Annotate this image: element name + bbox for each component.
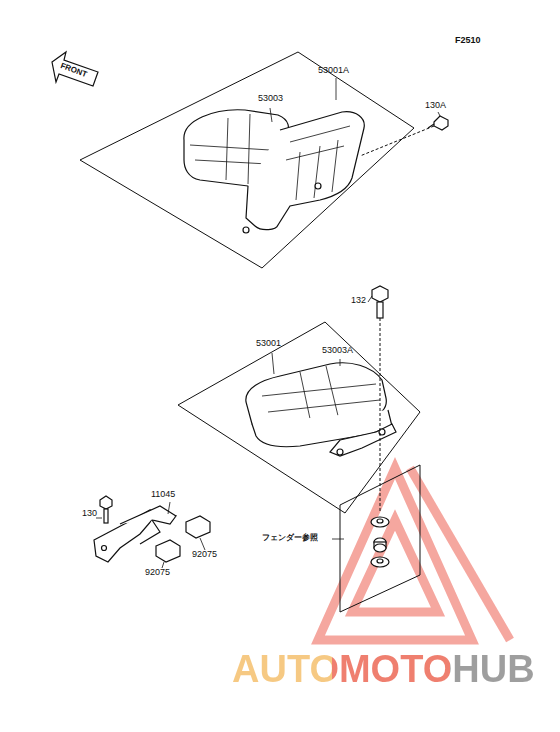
part-number: 92075 xyxy=(192,550,217,559)
figure-code: F2510 xyxy=(455,36,481,45)
part-number: 130 xyxy=(82,509,97,518)
reference-note: フェンダー参照 xyxy=(262,534,318,542)
part-number: 11045 xyxy=(151,490,175,499)
part-number: 92075 xyxy=(145,568,170,577)
part-number: 132 xyxy=(351,296,366,305)
part-number: 130A xyxy=(425,101,446,110)
part-number: 53003A xyxy=(322,346,353,355)
watermark: AUTOMOTOHUB xyxy=(232,650,535,688)
part-number: 53001A xyxy=(318,66,349,75)
part-number: 53001 xyxy=(256,339,281,348)
part-number: 53003 xyxy=(258,94,283,103)
